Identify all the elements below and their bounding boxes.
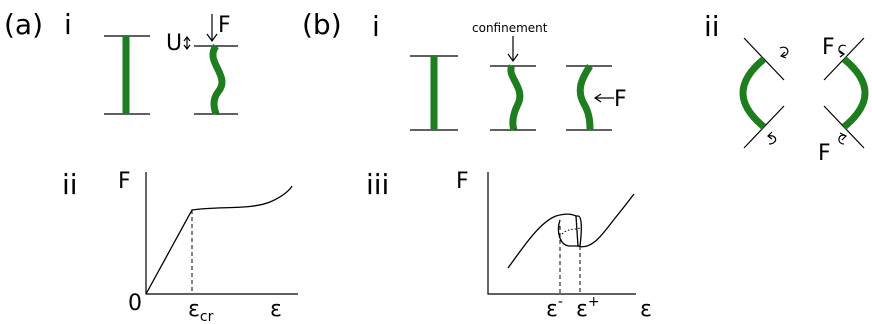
panel-a-label: (a) <box>4 8 43 41</box>
b-i-confined-buckled-rod <box>507 64 524 132</box>
panel-b-i-label: i <box>372 10 380 43</box>
panel-a-ii-label: ii <box>62 168 78 201</box>
b-i-pushed-buckled-rod <box>576 64 594 131</box>
side-force-arrow-icon <box>593 93 614 103</box>
plot-b-curve <box>507 193 635 269</box>
f-bottom-right-label: F <box>818 141 831 166</box>
plot-a-critical-label: εcr <box>188 297 214 324</box>
b-ii-right-bottom-moment-icon <box>838 132 848 145</box>
b-ii-right-top-moment-icon <box>838 44 847 58</box>
a-i-buckled-rod <box>209 43 226 116</box>
confinement-label: confinement <box>472 21 548 35</box>
b-ii-left-arc-rod <box>739 56 767 130</box>
panel-b-label: (b) <box>302 8 342 41</box>
plot-a-curve <box>145 185 293 295</box>
plot-b-group: F ε- ε+ ε <box>456 169 652 322</box>
f-label: F <box>218 13 231 38</box>
b-ii-left-bottom-moment-icon <box>767 131 777 145</box>
plot-a-group: F 0 εcr ε <box>118 169 298 324</box>
plot-b-eps-minus-label: ε- <box>546 294 563 322</box>
plot-b-ylabel: F <box>456 169 469 194</box>
plot-a-origin-label: 0 <box>128 291 142 316</box>
u-label: U <box>166 31 182 56</box>
b-i-rods-group: confinement F <box>410 21 627 132</box>
plot-b-xlabel: ε <box>640 297 652 322</box>
u-double-arrow-icon <box>183 36 191 50</box>
plot-b-eps-plus-label: ε+ <box>576 294 600 322</box>
f-side-label: F <box>614 87 627 112</box>
a-i-buckled-rod-group: U F <box>166 13 238 116</box>
panel-b-ii-label: ii <box>704 10 720 43</box>
plot-b-lower-loop <box>557 219 580 247</box>
f-top-right-label: F <box>822 35 835 60</box>
b-ii-right-arc-rod <box>841 56 869 130</box>
confinement-arrow-icon <box>507 36 519 63</box>
f-down-arrow-icon <box>206 14 218 43</box>
panel-b-iii-label: iii <box>366 168 389 201</box>
plot-a-ylabel: F <box>118 169 131 194</box>
plot-b-upper-jump <box>576 215 582 247</box>
plot-a-axes <box>145 172 298 295</box>
a-i-straight-rod-group <box>104 35 150 115</box>
panel-a-i-label: i <box>64 8 72 41</box>
plot-b-axes <box>487 172 636 295</box>
plot-a-xlabel: ε <box>270 297 282 322</box>
b-ii-arcs-group: F F <box>739 35 869 166</box>
plot-b-unstable-branch <box>561 227 581 235</box>
b-ii-left-top-moment-icon <box>779 46 789 59</box>
